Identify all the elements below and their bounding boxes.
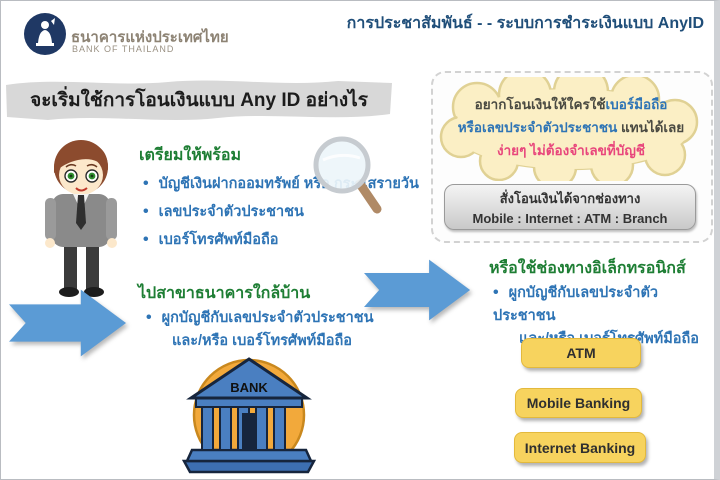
bank-of-thailand-logo-icon (24, 13, 66, 55)
list-item: เลขประจำตัวประชาชน (143, 200, 304, 223)
main-heading: จะเริ่มใช้การโอนเงินแบบ Any ID อย่างไร (30, 90, 368, 111)
list-item: เบอร์โทรศัพท์มือถือ (143, 228, 278, 251)
channel-box-line2: Mobile : Internet : ATM : Branch (472, 211, 668, 226)
bank-label: BANK (230, 380, 268, 395)
internet-banking-button[interactable]: Internet Banking (514, 432, 646, 463)
speech-bubble (439, 77, 699, 181)
magnifier-icon (313, 136, 382, 214)
page-title: การประชาสัมพันธ์ - - ระบบการชำระเงินแบบ … (346, 15, 704, 32)
atm-button[interactable]: ATM (521, 338, 641, 368)
list-item: ผูกบัญชีกับเลขประจำตัวประชาชน และ/หรือ เ… (146, 306, 374, 352)
mobile-banking-button[interactable]: Mobile Banking (515, 388, 642, 418)
channel-box-line1: สั่งโอนเงินได้จากช่องทาง (499, 191, 641, 206)
channel-box: สั่งโอนเงินได้จากช่องทาง Mobile : Intern… (444, 184, 696, 230)
arrow-right-icon (9, 289, 127, 357)
heading-ribbon (6, 80, 392, 120)
section-heading-prepare: เตรียมให้พร้อม (139, 147, 242, 164)
bubble-text: อยากโอนเงินให้ใครใช้เบอร์มือถือ หรือเลขป… (457, 97, 685, 158)
section-heading-branch: ไปสาขาธนาคารใกล้บ้าน (138, 285, 311, 302)
section-heading-electronic: หรือใช้ช่องทางอิเล็กทรอนิกส์ (489, 260, 686, 277)
arrow-right-icon (364, 259, 471, 321)
org-name-thai: ธนาคารแห่งประเทศไทย (71, 29, 229, 46)
man-character-illustration (45, 140, 117, 297)
bank-building-icon: BANK (181, 357, 317, 474)
org-name-english: BANK OF THAILAND (72, 44, 175, 54)
